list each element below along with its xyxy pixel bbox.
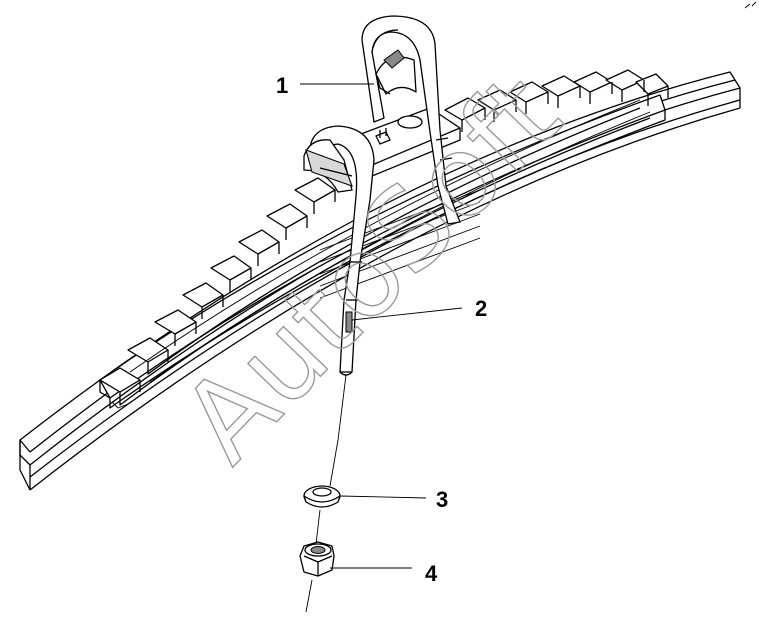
leader-lines [300, 83, 463, 569]
bolt-axis-line [329, 374, 347, 487]
corner-mark [744, 1, 757, 9]
leaf-spring [19, 69, 741, 491]
u-bolt-front [303, 125, 375, 376]
nut [299, 541, 335, 577]
callout-4: 4 [425, 561, 438, 586]
callout-1: 1 [276, 73, 288, 98]
bolt-axis-line-lower [305, 509, 321, 613]
washer [303, 485, 341, 508]
callout-3: 3 [436, 487, 448, 512]
u-bolt-rear [361, 15, 461, 225]
leaf-stack [99, 69, 669, 409]
callout-2: 2 [475, 296, 487, 321]
